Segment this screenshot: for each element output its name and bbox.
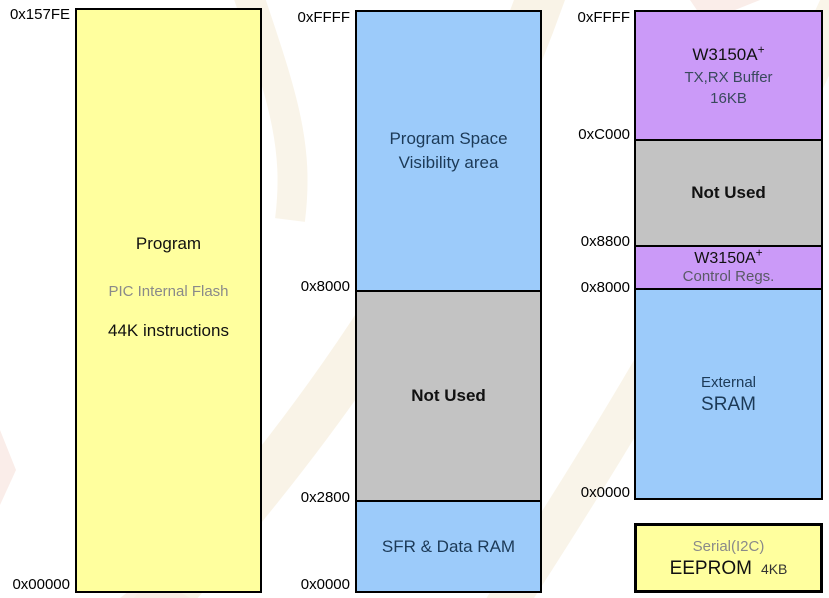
ctrl-line2: Control Regs.: [682, 268, 775, 285]
ctrl-chip-name: W3150A: [694, 250, 756, 267]
ctrl-chip-line: W3150A+: [694, 245, 763, 268]
eeprom-line2: EEPROM 4KB: [637, 557, 820, 581]
region-w3150a-control-regs: W3150A+ Control Regs.: [636, 245, 821, 288]
region-pic-flash: Program PIC Internal Flash 44K instructi…: [75, 8, 262, 593]
external-space-column: W3150A+ TX,RX Buffer 16KB Not Used W3150…: [634, 10, 823, 500]
ctrl-chip-sup: +: [755, 245, 763, 260]
txrx-chip-sup: +: [757, 41, 765, 56]
psv-line1: Program Space: [389, 129, 508, 148]
mid-col-addr-2800: 0x2800: [300, 489, 350, 506]
sfr-label: SFR & Data RAM: [381, 536, 516, 556]
txrx-chip-line: W3150A+: [692, 43, 764, 67]
not-used-label-right: Not Used: [691, 183, 766, 202]
psv-line2: Visibility area: [398, 153, 499, 172]
region-external-sram: External SRAM: [636, 288, 821, 498]
not-used-label: Not Used: [411, 386, 486, 405]
flash-subtitle: PIC Internal Flash: [108, 283, 229, 300]
mid-col-addr-ffff: 0xFFFF: [297, 9, 351, 26]
region-not-used-right: Not Used: [636, 139, 821, 245]
txrx-chip-name: W3150A: [692, 44, 758, 64]
right-col-addr-8000: 0x8000: [580, 279, 630, 296]
mid-col-addr-8000: 0x8000: [300, 278, 350, 295]
region-sfr-data-ram: SFR & Data RAM: [357, 500, 540, 591]
mid-col-addr-0000: 0x0000: [300, 576, 350, 593]
right-col-addr-c000: 0xC000: [578, 126, 630, 143]
region-not-used-mid: Not Used: [357, 290, 540, 500]
region-program-space-visibility: Program Space Visibility area: [357, 12, 540, 290]
eeprom-size: 4KB: [760, 560, 788, 577]
left-col-top-address: 0x157FE: [9, 6, 70, 23]
region-serial-eeprom: Serial(I2C) EEPROM 4KB: [634, 523, 823, 593]
region-w3150a-txrx-buffer: W3150A+ TX,RX Buffer 16KB: [636, 12, 821, 139]
sram-line1: External: [700, 373, 757, 391]
right-col-addr-0000: 0x0000: [580, 484, 630, 501]
txrx-line2: TX,RX Buffer: [684, 68, 773, 86]
flash-capacity: 44K instructions: [108, 321, 229, 340]
sram-line2: SRAM: [701, 393, 756, 415]
left-col-bottom-address: 0x00000: [12, 576, 70, 593]
right-col-addr-ffff: 0xFFFF: [577, 9, 631, 26]
txrx-line3: 16KB: [710, 89, 747, 107]
data-space-column: Program Space Visibility area Not Used S…: [355, 10, 542, 593]
eeprom-line1: Serial(I2C): [692, 537, 765, 555]
flash-title: Program: [135, 234, 202, 253]
eeprom-name: EEPROM: [669, 557, 752, 579]
right-col-addr-8800: 0x8800: [580, 233, 630, 250]
